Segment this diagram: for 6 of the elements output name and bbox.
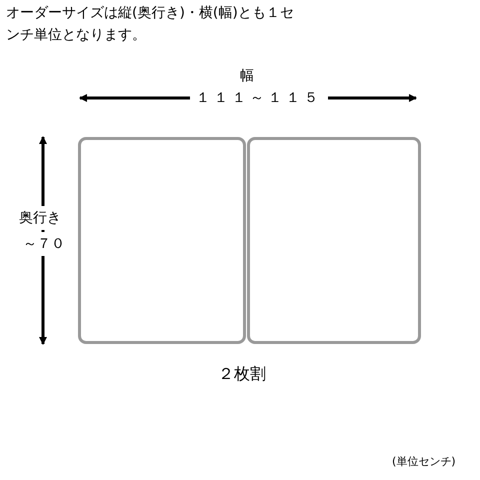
note-text: オーダーサイズは縦(奥行き)・横(幅)とも１センチ単位となります。 — [6, 4, 295, 45]
lid-panel — [247, 137, 421, 344]
lid-panel — [78, 137, 246, 344]
dimension-label: 幅 — [240, 67, 254, 86]
caption-text: ２枚割 — [218, 364, 266, 384]
unit-note: (単位センチ) — [392, 454, 456, 470]
